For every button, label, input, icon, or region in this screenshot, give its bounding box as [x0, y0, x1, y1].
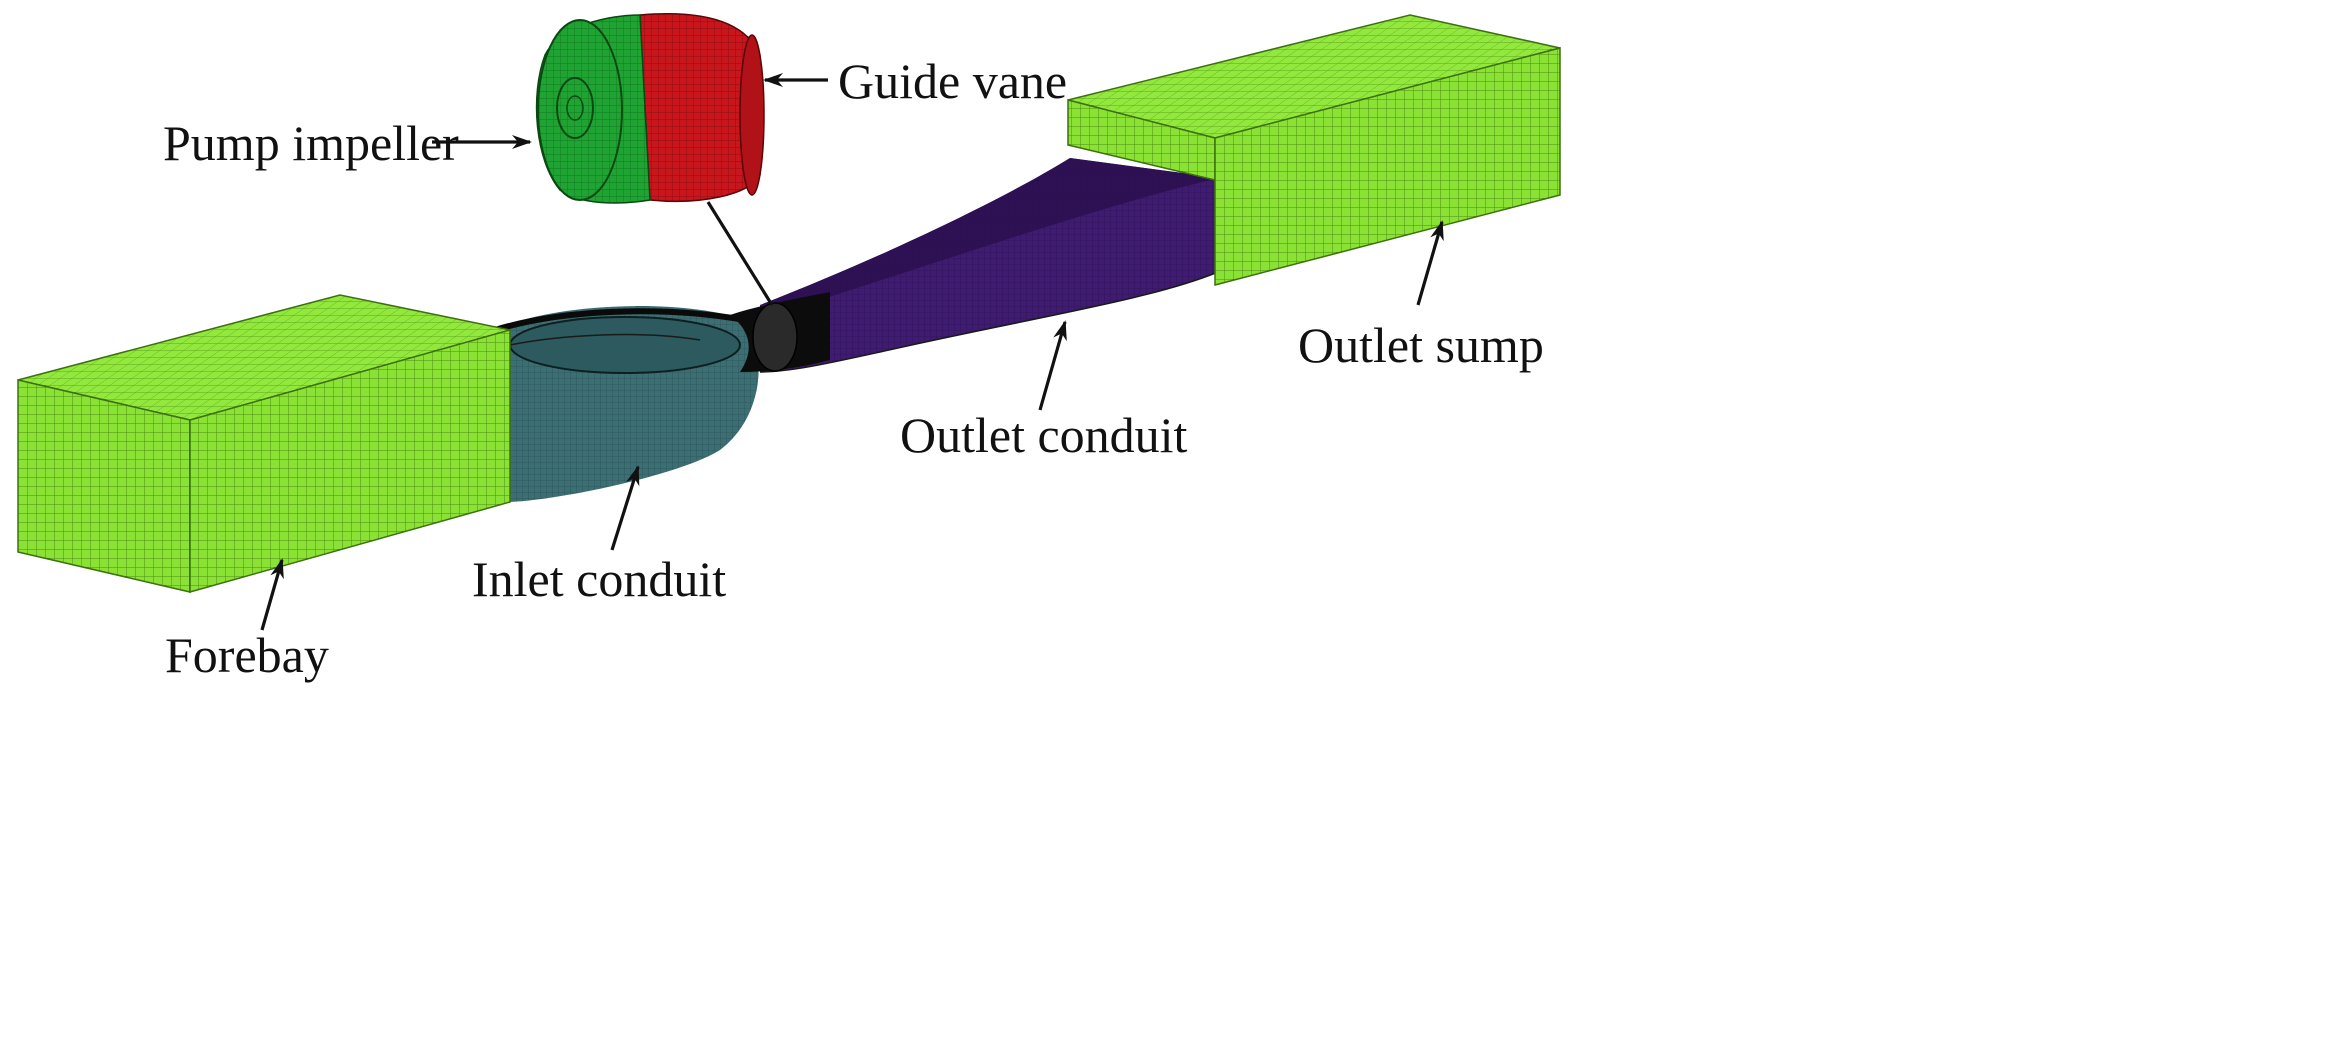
- forebay-block: [17, 294, 511, 593]
- outlet-conduit-label: Outlet conduit: [900, 407, 1188, 463]
- outlet-conduit-shape: [759, 158, 1220, 373]
- pump-section-shape: [730, 292, 830, 372]
- detail-leader-line: [706, 201, 774, 306]
- outlet-sump-arrow: [1416, 220, 1444, 306]
- forebay-label: Forebay: [165, 627, 329, 683]
- outlet-sump-label: Outlet sump: [1298, 317, 1544, 373]
- outlet-conduit-arrow: [1038, 320, 1067, 411]
- impeller-guide-vane-detail: [535, 13, 765, 204]
- guide-vane-label: Guide vane: [838, 53, 1067, 109]
- pump-impeller-label: Pump impeller: [163, 115, 459, 171]
- inlet-conduit-shape: [494, 306, 759, 502]
- outlet-sump-block: [1067, 14, 1561, 286]
- inlet-conduit-arrow: [610, 465, 640, 551]
- forebay-arrow: [260, 558, 284, 631]
- inlet-conduit-label: Inlet conduit: [472, 551, 726, 607]
